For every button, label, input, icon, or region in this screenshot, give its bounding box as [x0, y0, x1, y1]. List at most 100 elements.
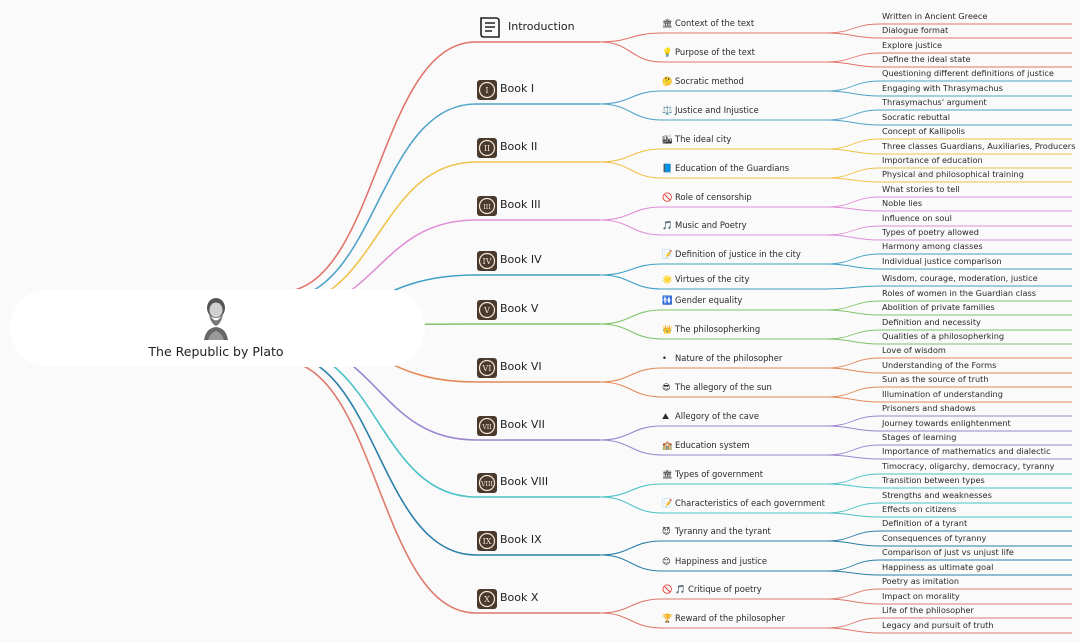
topic-the-philosopherking[interactable]: The philosopherking	[675, 324, 761, 334]
detail-individual-justice-comparison[interactable]: Individual justice comparison	[882, 256, 1002, 266]
topic-nature-of-the-philosopher[interactable]: Nature of the philosopher	[675, 353, 783, 363]
topic-education-of-the-guardians[interactable]: Education of the Guardians	[675, 163, 790, 173]
detail-comparison-of-just-vs-unjust-life[interactable]: Comparison of just vs unjust life	[882, 547, 1014, 557]
detail-types-of-poetry-allowed[interactable]: Types of poetry allowed	[882, 227, 979, 237]
node-book-ii[interactable]: Book II	[500, 140, 538, 153]
detail-understanding-of-the-forms[interactable]: Understanding of the Forms	[882, 360, 997, 370]
node-book-ix[interactable]: Book IX	[500, 533, 542, 546]
detail-consequences-of-tyranny[interactable]: Consequences of tyranny	[882, 533, 987, 543]
detail-thrasymachus-argument[interactable]: Thrasymachus' argument	[882, 97, 987, 107]
branch-lines	[279, 23, 1072, 634]
detail-influence-on-soul[interactable]: Influence on soul	[882, 213, 952, 223]
node-book-viii[interactable]: Book VIII	[500, 475, 549, 488]
branch-line	[825, 119, 881, 126]
detail-transition-between-types[interactable]: Transition between types	[882, 475, 985, 485]
topic-critique-of-poetry[interactable]: Critique of poetry	[688, 584, 762, 594]
detail-engaging-with-thrasymachus[interactable]: Engaging with Thrasymachus	[882, 83, 1003, 93]
topic-allegory-of-the-cave[interactable]: Allegory of the cave	[675, 411, 760, 421]
branch-line	[599, 41, 663, 63]
node-book-vii[interactable]: Book VII	[500, 418, 545, 431]
detail-importance-of-mathematics-and-dialectic[interactable]: Importance of mathematics and dialectic	[882, 446, 1051, 456]
node-book-iii[interactable]: Book III	[500, 198, 541, 211]
node-book-v[interactable]: Book V	[500, 302, 539, 315]
branch-line	[825, 300, 881, 311]
topic-role-of-censorship[interactable]: Role of censorship	[675, 192, 752, 202]
detail-abolition-of-private-families[interactable]: Abolition of private families	[882, 302, 995, 312]
topic-characteristics-of-each-government[interactable]: Characteristics of each government	[675, 498, 825, 508]
detail-effects-on-citizens[interactable]: Effects on citizens	[882, 504, 957, 514]
detail-importance-of-education[interactable]: Importance of education	[882, 155, 983, 165]
detail-journey-towards-enlightenment[interactable]: Journey towards enlightenment	[882, 418, 1011, 428]
topic-gender-equality[interactable]: Gender equality	[675, 295, 743, 305]
detail-stages-of-learning[interactable]: Stages of learning	[882, 432, 957, 442]
detail-sun-as-the-source-of-truth[interactable]: Sun as the source of truth	[882, 374, 989, 384]
detail-questioning-different-definitions-of-jus[interactable]: Questioning different definitions of jus…	[882, 68, 1054, 78]
detail-definition-of-a-tyrant[interactable]: Definition of a tyrant	[882, 518, 968, 528]
svg-text:III: III	[483, 204, 491, 211]
detail-define-the-ideal-state[interactable]: Define the ideal state	[882, 54, 971, 64]
detail-poetry-as-imitation[interactable]: Poetry as imitation	[882, 576, 960, 586]
detail-written-in-ancient-greece[interactable]: Written in Ancient Greece	[882, 11, 988, 21]
node-introduction[interactable]: Introduction	[508, 20, 575, 33]
topic-justice-and-injustice[interactable]: Justice and Injustice	[675, 105, 759, 115]
detail-roles-of-women-in-the-guardian-class[interactable]: Roles of women in the Guardian class	[882, 288, 1036, 298]
node-book-vi[interactable]: Book VI	[500, 360, 542, 373]
node-book-x[interactable]: Book X	[500, 591, 539, 604]
detail-life-of-the-philosopher[interactable]: Life of the philosopher	[882, 605, 974, 615]
topic-icon: 🎵	[662, 220, 673, 230]
detail-love-of-wisdom[interactable]: Love of wisdom	[882, 345, 946, 355]
detail-definition-and-necessity[interactable]: Definition and necessity	[882, 317, 981, 327]
topic-reward-of-the-philosopher[interactable]: Reward of the philosopher	[675, 613, 786, 623]
topic-definition-of-justice-in-the-city[interactable]: Definition of justice in the city	[675, 249, 801, 259]
branch-line	[825, 234, 881, 241]
branch-line	[599, 425, 663, 441]
detail-strengths-and-weaknesses[interactable]: Strengths and weaknesses	[882, 490, 992, 500]
detail-concept-of-kallipolis[interactable]: Concept of Kallipolis	[882, 126, 966, 136]
detail-harmony-among-classes[interactable]: Harmony among classes	[882, 241, 983, 251]
branch-line	[599, 439, 663, 456]
topic-icon: 😎	[662, 382, 671, 392]
branch-line	[825, 617, 881, 629]
detail-socratic-rebuttal[interactable]: Socratic rebuttal	[882, 112, 951, 122]
detail-legacy-and-pursuit-of-truth[interactable]: Legacy and pursuit of truth	[882, 620, 994, 630]
branch-line	[825, 483, 881, 489]
detail-wisdom-courage-moderation-justice[interactable]: Wisdom, courage, moderation, justice	[882, 273, 1038, 283]
node-book-i[interactable]: Book I	[500, 82, 535, 95]
svg-text:IX: IX	[483, 537, 492, 546]
topic-education-system[interactable]: Education system	[675, 440, 750, 450]
detail-three-classes-guardians-auxiliaries-prod[interactable]: Three classes Guardians, Auxiliaries, Pr…	[882, 141, 1076, 151]
topic-icon: •	[662, 353, 667, 363]
topic-types-of-government[interactable]: Types of government	[675, 469, 764, 479]
svg-text:V: V	[483, 306, 490, 315]
topic-music-and-poetry[interactable]: Music and Poetry	[675, 220, 747, 230]
detail-physical-and-philosophical-training[interactable]: Physical and philosophical training	[882, 169, 1024, 179]
branch-line	[599, 90, 663, 105]
topic-socratic-method[interactable]: Socratic method	[675, 76, 744, 86]
topic-the-ideal-city[interactable]: The ideal city	[675, 134, 732, 144]
detail-timocracy-oligarchy-democracy-tyranny[interactable]: Timocracy, oligarchy, democracy, tyranny	[882, 461, 1055, 471]
topic-icon: 🏫	[662, 440, 673, 450]
branch-line	[825, 386, 881, 398]
detail-impact-on-morality[interactable]: Impact on morality	[882, 591, 960, 601]
detail-dialogue-format[interactable]: Dialogue format	[882, 25, 949, 35]
topic-icon: 😈	[662, 526, 671, 536]
detail-qualities-of-a-philosopherking[interactable]: Qualities of a philosopherking	[882, 331, 1005, 341]
topic-purpose-of-the-text[interactable]: Purpose of the text	[675, 47, 755, 57]
detail-explore-justice[interactable]: Explore justice	[882, 40, 943, 50]
detail-noble-lies[interactable]: Noble lies	[882, 198, 923, 208]
detail-what-stories-to-tell[interactable]: What stories to tell	[882, 184, 960, 194]
topic-virtues-of-the-city[interactable]: Virtues of the city	[675, 274, 750, 284]
branch-line	[825, 138, 881, 150]
detail-prisoners-and-shadows[interactable]: Prisoners and shadows	[882, 403, 976, 413]
branch-line	[825, 357, 881, 369]
node-book-iv[interactable]: Book IV	[500, 253, 542, 266]
topic-the-allegory-of-the-sun[interactable]: The allegory of the sun	[675, 382, 772, 392]
branch-line	[279, 359, 477, 614]
detail-illumination-of-understanding[interactable]: Illumination of understanding	[882, 389, 1003, 399]
topic-happiness-and-justice[interactable]: Happiness and justice	[675, 556, 768, 566]
topic-tyranny-and-the-tyrant[interactable]: Tyranny and the tyrant	[675, 526, 771, 536]
detail-happiness-as-ultimate-goal[interactable]: Happiness as ultimate goal	[882, 562, 994, 572]
branch-line	[825, 540, 881, 547]
topic-context-of-the-text[interactable]: Context of the text	[675, 18, 755, 28]
